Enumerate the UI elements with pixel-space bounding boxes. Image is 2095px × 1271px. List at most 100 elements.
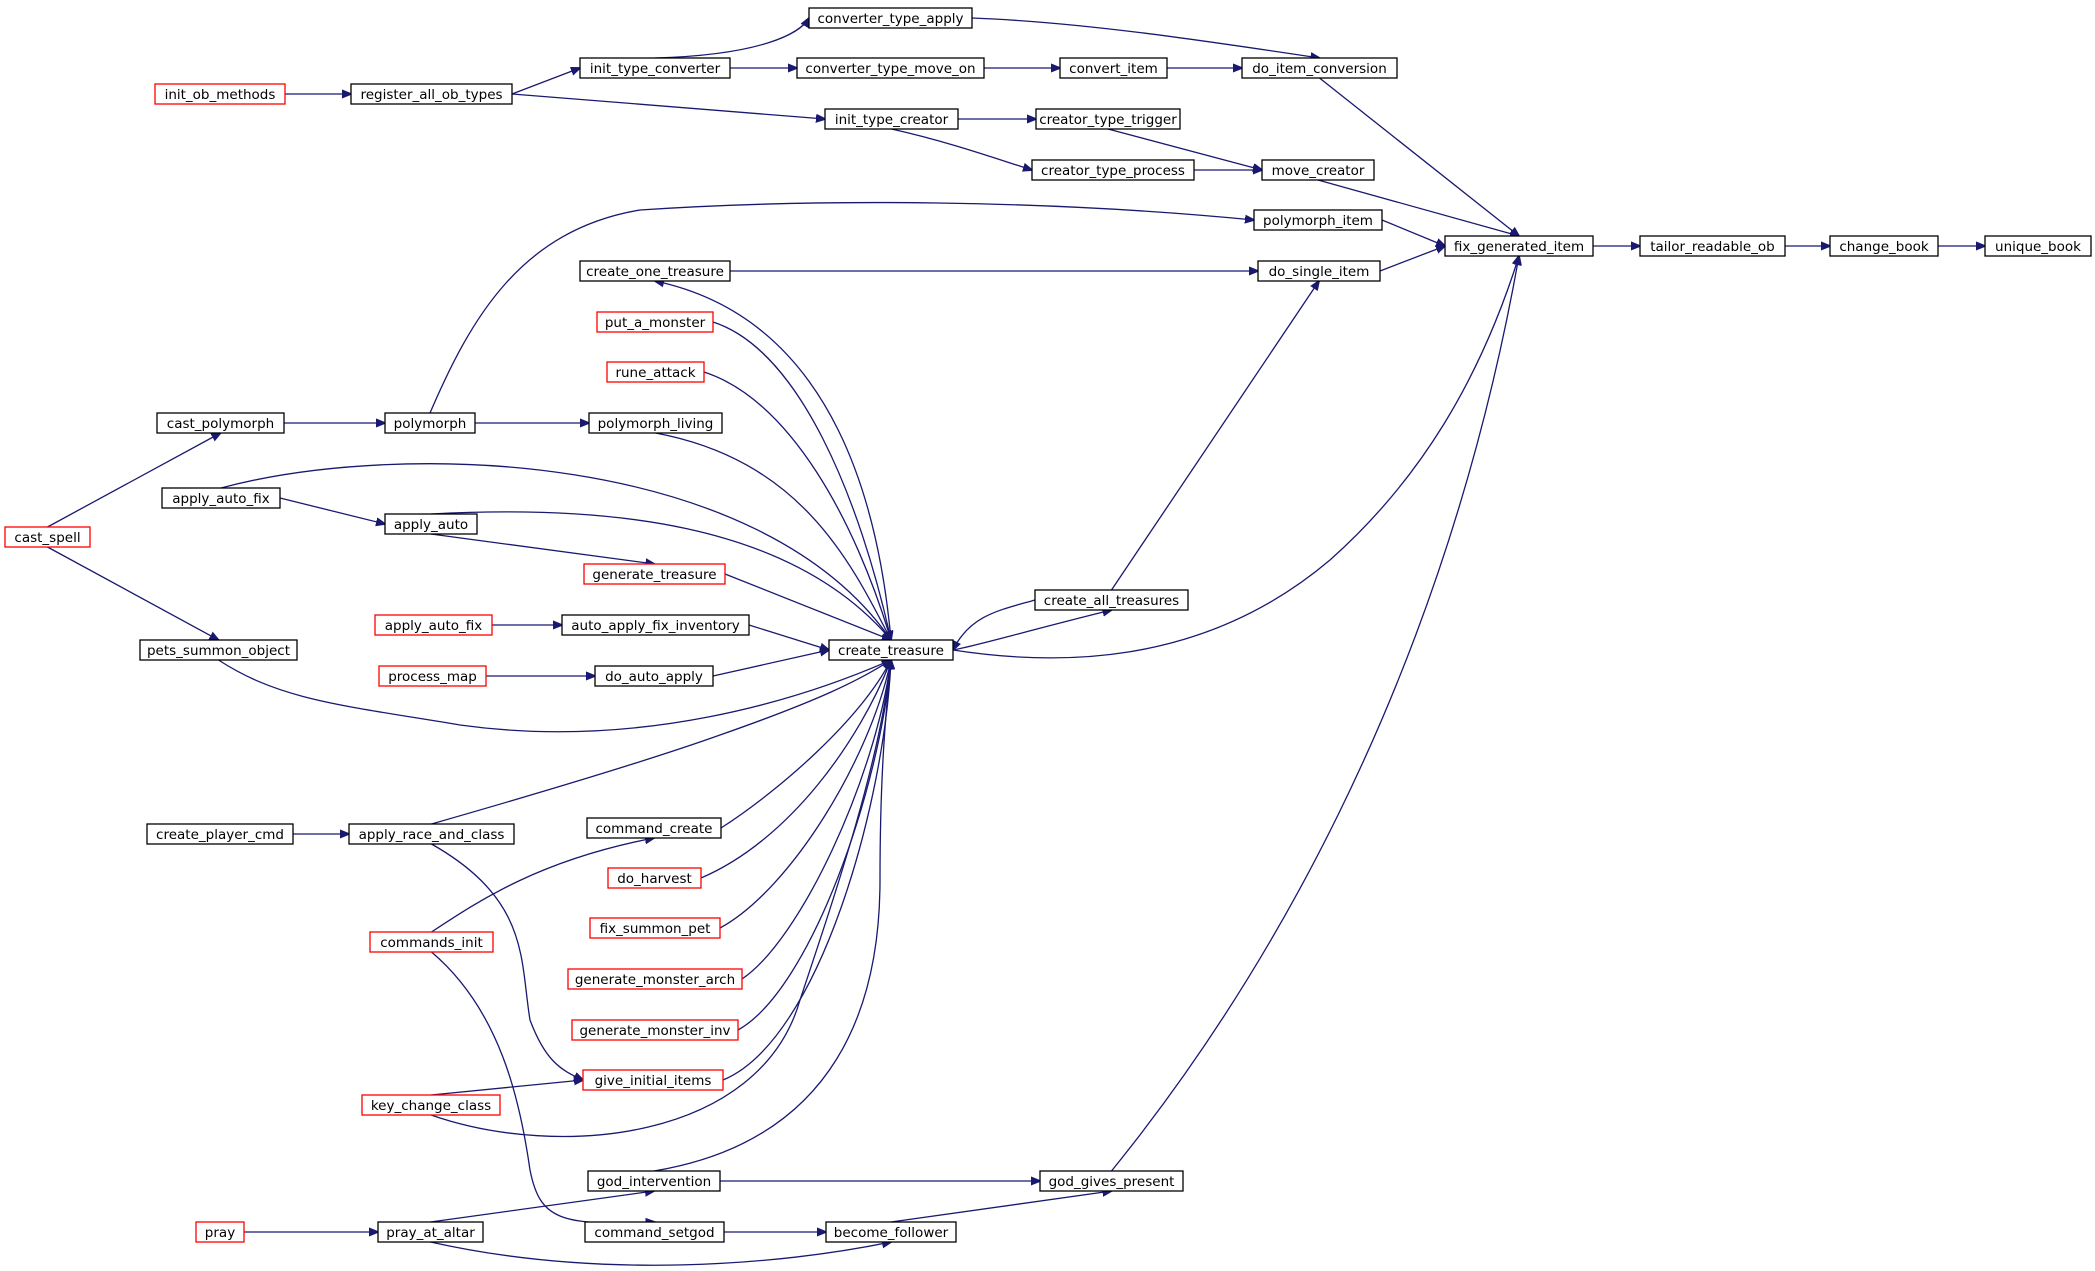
node-command-create[interactable]: command_create (586, 817, 722, 839)
node-box[interactable] (195, 1221, 245, 1243)
node-tailor-readable-ob[interactable]: tailor_readable_ob (1639, 235, 1786, 257)
node-box[interactable] (589, 917, 721, 939)
node-rune-attack[interactable]: rune_attack (606, 361, 705, 383)
node-box[interactable] (1984, 235, 2092, 257)
node-create-all-treasures[interactable]: create_all_treasures (1034, 589, 1189, 611)
node-box[interactable] (1241, 57, 1398, 79)
node-converter-type-move-on[interactable]: converter_type_move_on (796, 57, 985, 79)
node-box[interactable] (1639, 235, 1786, 257)
node-box[interactable] (161, 487, 281, 509)
node-box[interactable] (4, 526, 91, 548)
node-box[interactable] (596, 311, 714, 333)
node-pray[interactable]: pray (195, 1221, 245, 1243)
node-apply-auto-fix-2[interactable]: apply_auto_fix (374, 614, 493, 636)
node-box[interactable] (154, 83, 286, 105)
node-unique-book[interactable]: unique_book (1984, 235, 2092, 257)
node-box[interactable] (561, 614, 750, 636)
node-box[interactable] (584, 1221, 725, 1243)
node-box[interactable] (1034, 589, 1189, 611)
node-key-change-class[interactable]: key_change_class (361, 1094, 501, 1116)
node-creator-type-trigger[interactable]: creator_type_trigger (1035, 108, 1181, 130)
node-do-item-conversion[interactable]: do_item_conversion (1241, 57, 1398, 79)
node-generate-treasure[interactable]: generate_treasure (583, 563, 726, 585)
node-pray-at-altar[interactable]: pray_at_altar (377, 1221, 484, 1243)
node-create-treasure[interactable]: create_treasure (828, 639, 954, 661)
node-box[interactable] (796, 57, 985, 79)
node-fix-generated-item[interactable]: fix_generated_item (1444, 235, 1594, 257)
node-give-initial-items[interactable]: give_initial_items (582, 1069, 724, 1091)
node-register-all-ob-types[interactable]: register_all_ob_types (350, 83, 513, 105)
node-init-type-creator[interactable]: init_type_creator (824, 108, 959, 130)
node-box[interactable] (583, 563, 726, 585)
node-process-map[interactable]: process_map (378, 665, 487, 687)
node-create-player-cmd[interactable]: create_player_cmd (146, 823, 294, 845)
node-box[interactable] (571, 1019, 739, 1041)
node-apply-auto[interactable]: apply_auto (384, 513, 478, 535)
node-polymorph-living[interactable]: polymorph_living (588, 412, 723, 434)
node-put-a-monster[interactable]: put_a_monster (596, 311, 714, 333)
node-box[interactable] (1039, 1170, 1184, 1192)
node-box[interactable] (1031, 159, 1195, 181)
node-box[interactable] (594, 665, 714, 687)
node-do-harvest[interactable]: do_harvest (607, 867, 702, 889)
node-box[interactable] (1829, 235, 1939, 257)
node-box[interactable] (828, 639, 954, 661)
node-init-ob-methods[interactable]: init_ob_methods (154, 83, 286, 105)
node-box[interactable] (579, 57, 731, 79)
node-box[interactable] (1444, 235, 1594, 257)
node-box[interactable] (377, 1221, 484, 1243)
node-become-follower[interactable]: become_follower (825, 1221, 957, 1243)
node-box[interactable] (374, 614, 493, 636)
node-box[interactable] (824, 108, 959, 130)
node-box[interactable] (1059, 57, 1168, 79)
node-box[interactable] (1257, 260, 1381, 282)
node-box[interactable] (1035, 108, 1181, 130)
node-box[interactable] (350, 83, 513, 105)
node-box[interactable] (579, 260, 731, 282)
node-box[interactable] (567, 968, 743, 990)
node-apply-race-and-class[interactable]: apply_race_and_class (348, 823, 515, 845)
node-box[interactable] (582, 1069, 724, 1091)
node-box[interactable] (378, 665, 487, 687)
node-convert-item[interactable]: convert_item (1059, 57, 1168, 79)
node-box[interactable] (1261, 159, 1375, 181)
node-box[interactable] (384, 412, 476, 434)
node-create-one-treasure[interactable]: create_one_treasure (579, 260, 731, 282)
node-box[interactable] (348, 823, 515, 845)
node-cast-spell[interactable]: cast_spell (4, 526, 91, 548)
node-box[interactable] (369, 931, 494, 953)
node-box[interactable] (139, 639, 298, 661)
node-box[interactable] (146, 823, 294, 845)
node-box[interactable] (586, 817, 722, 839)
node-box[interactable] (808, 7, 973, 29)
node-command-setgod[interactable]: command_setgod (584, 1221, 725, 1243)
node-fix-summon-pet[interactable]: fix_summon_pet (589, 917, 721, 939)
node-commands-init[interactable]: commands_init (369, 931, 494, 953)
node-polymorph[interactable]: polymorph (384, 412, 476, 434)
node-box[interactable] (587, 1170, 721, 1192)
node-box[interactable] (361, 1094, 501, 1116)
node-polymorph-item[interactable]: polymorph_item (1253, 209, 1383, 231)
node-init-type-converter[interactable]: init_type_converter (579, 57, 731, 79)
node-cast-polymorph[interactable]: cast_polymorph (156, 412, 285, 434)
node-generate-monster-arch[interactable]: generate_monster_arch (567, 968, 743, 990)
node-box[interactable] (607, 867, 702, 889)
node-god-gives-present[interactable]: god_gives_present (1039, 1170, 1184, 1192)
node-move-creator[interactable]: move_creator (1261, 159, 1375, 181)
node-converter-type-apply[interactable]: converter_type_apply (808, 7, 973, 29)
node-box[interactable] (825, 1221, 957, 1243)
node-generate-monster-inv[interactable]: generate_monster_inv (571, 1019, 739, 1041)
node-box[interactable] (1253, 209, 1383, 231)
node-do-single-item[interactable]: do_single_item (1257, 260, 1381, 282)
node-do-auto-apply[interactable]: do_auto_apply (594, 665, 714, 687)
node-box[interactable] (156, 412, 285, 434)
node-pets-summon-object[interactable]: pets_summon_object (139, 639, 298, 661)
node-box[interactable] (588, 412, 723, 434)
node-apply-auto-fix-1[interactable]: apply_auto_fix (161, 487, 281, 509)
node-change-book[interactable]: change_book (1829, 235, 1939, 257)
node-box[interactable] (606, 361, 705, 383)
node-auto-apply-fix-inventory[interactable]: auto_apply_fix_inventory (561, 614, 750, 636)
node-box[interactable] (384, 513, 478, 535)
node-god-intervention[interactable]: god_intervention (587, 1170, 721, 1192)
node-creator-type-process[interactable]: creator_type_process (1031, 159, 1195, 181)
